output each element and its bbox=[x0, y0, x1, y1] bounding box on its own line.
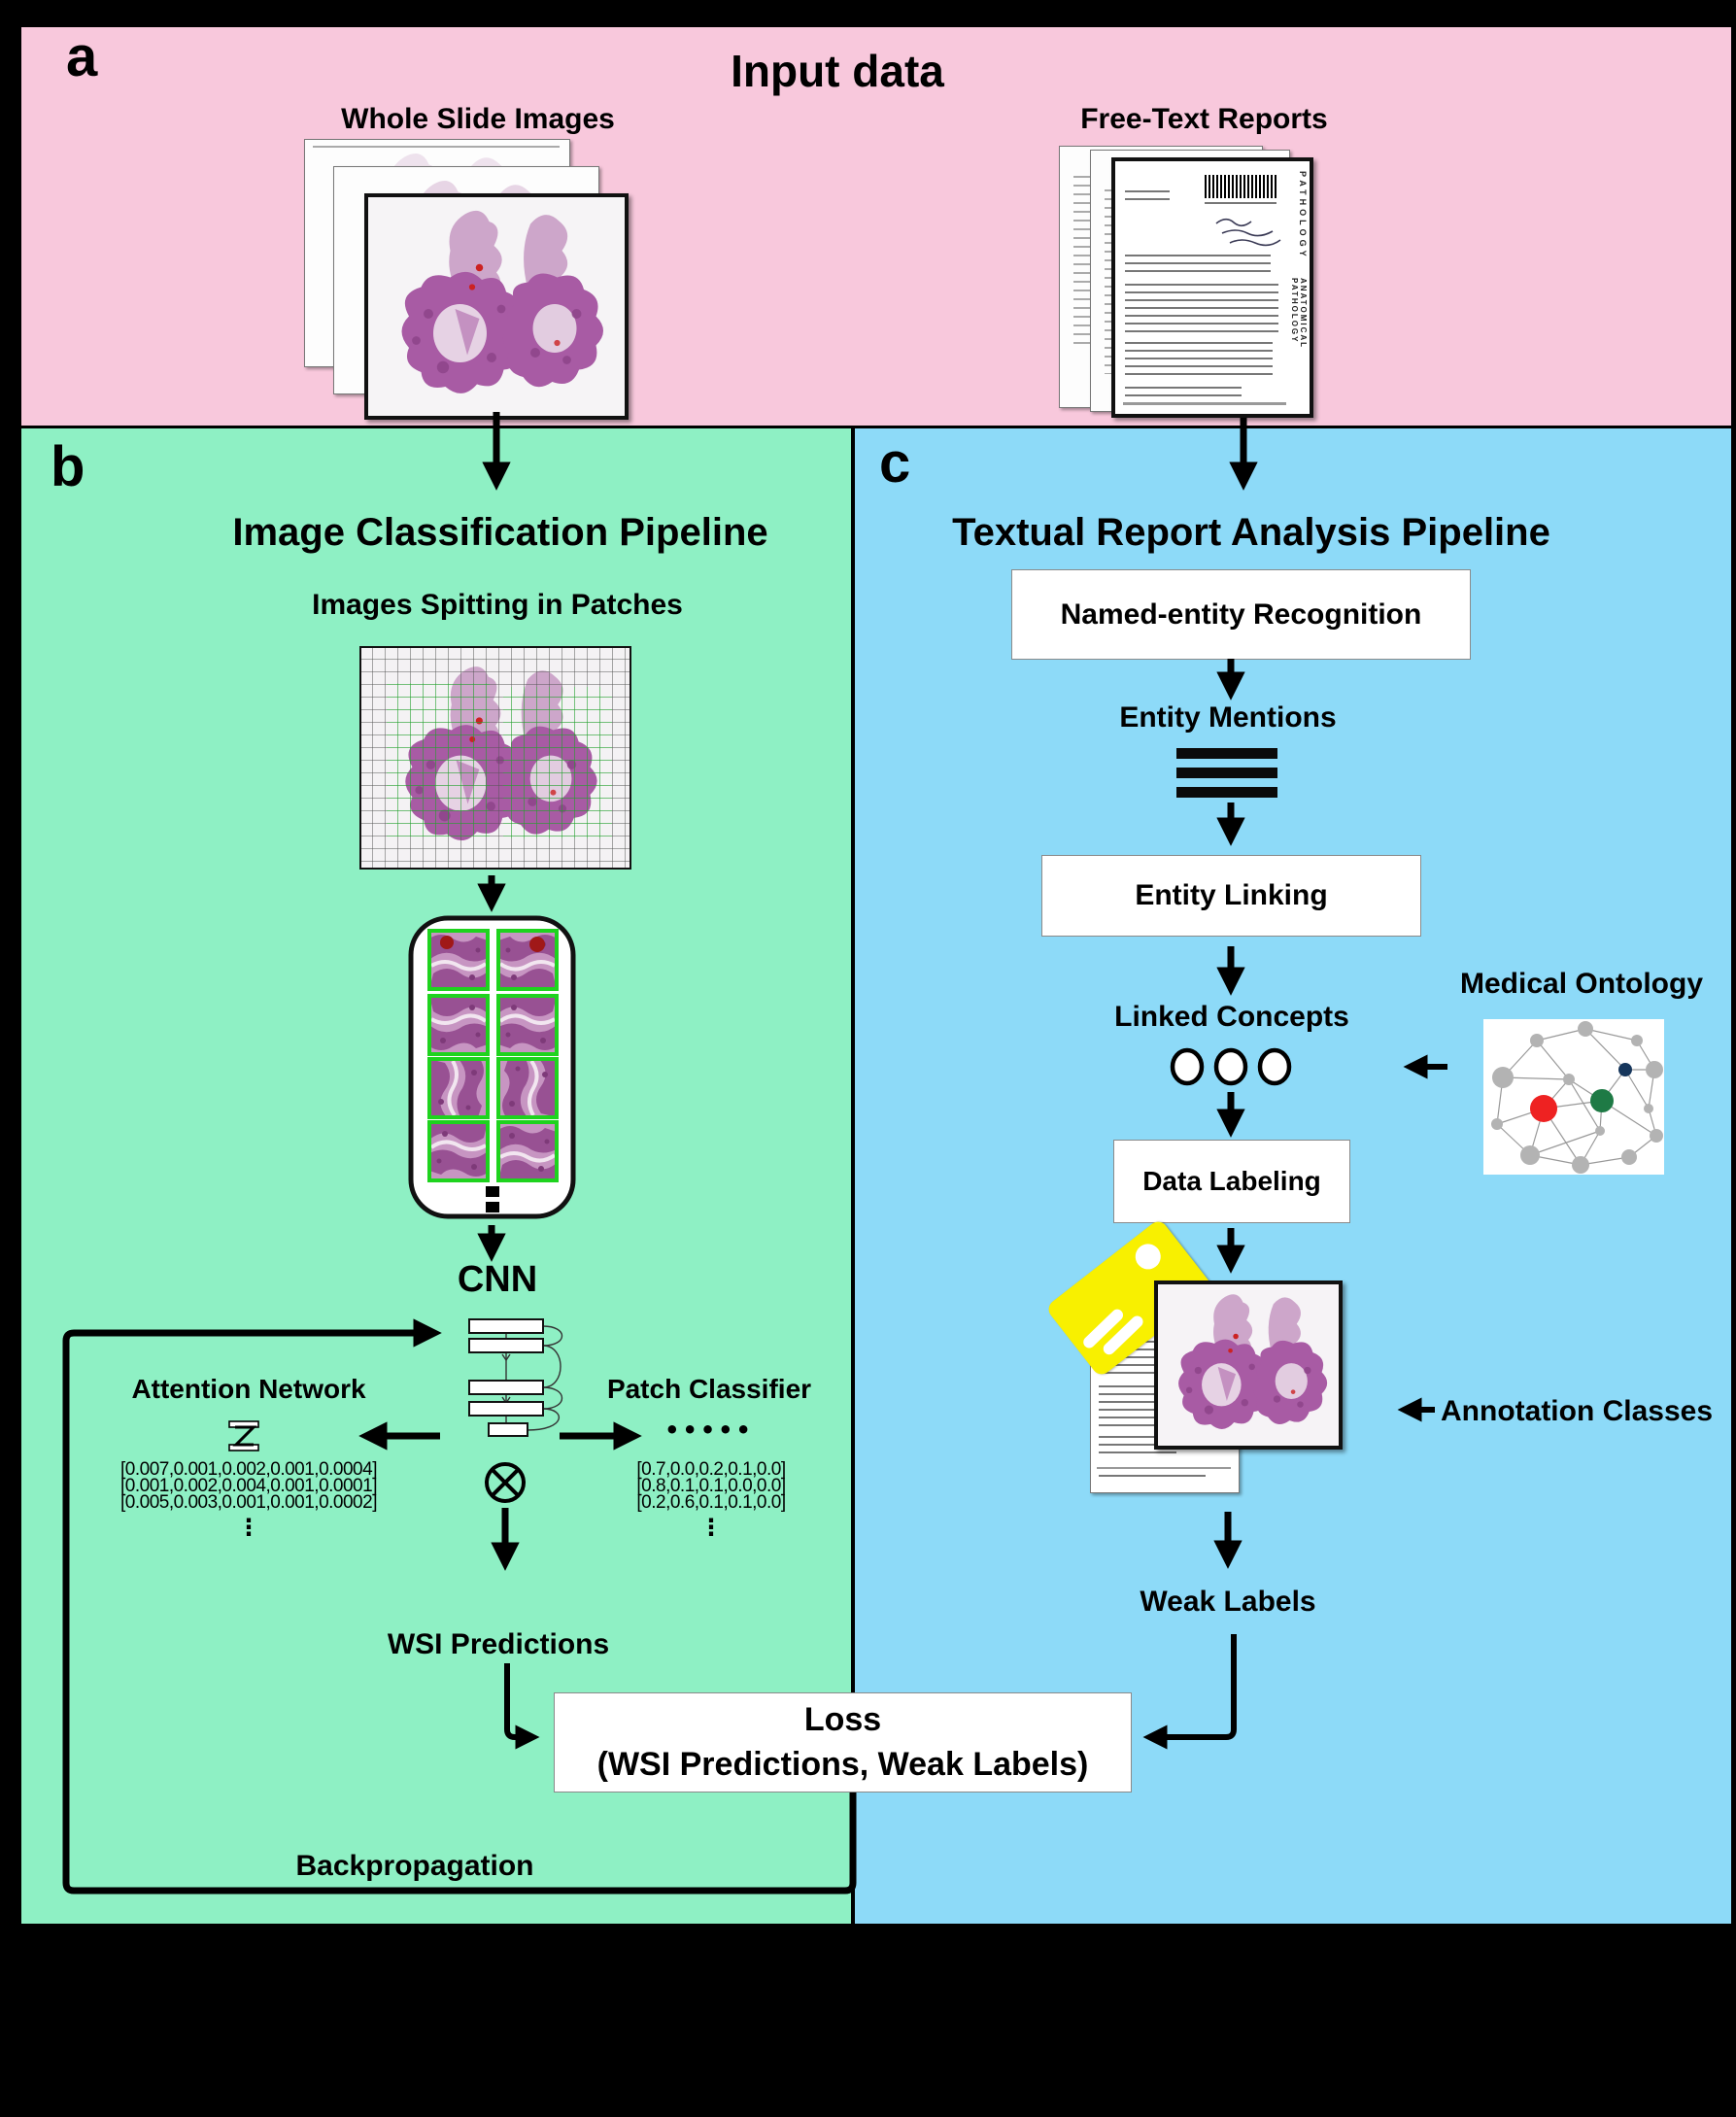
report-vertical-text-top: PATHOLOGY bbox=[1298, 171, 1308, 260]
linked-concepts-icon bbox=[1170, 1047, 1292, 1086]
report-handwriting bbox=[1215, 218, 1281, 247]
loss-box-line2: (WSI Predictions, Weak Labels) bbox=[596, 1745, 1089, 1783]
attention-matrix-row-3: [0.005,0.003,0.001,0.001,0.0002] bbox=[120, 1492, 377, 1513]
labeled-wsi-image bbox=[1154, 1280, 1343, 1450]
input-data-title: Input data bbox=[731, 46, 944, 96]
annotation-classes-label: Annotation Classes bbox=[1441, 1395, 1714, 1427]
attention-hourglass-icon bbox=[228, 1420, 259, 1451]
ontology-node-green bbox=[1590, 1089, 1614, 1112]
report-page-front: PATHOLOGY ANATOMICAL PATHOLOGY bbox=[1111, 157, 1313, 418]
patch-split-label: Images Spitting in Patches bbox=[312, 589, 683, 621]
report-vertical-text-bottom: ANATOMICAL PATHOLOGY bbox=[1290, 278, 1308, 349]
patch-ellipsis-icon bbox=[486, 1186, 499, 1212]
entity-mentions-icon bbox=[1176, 748, 1277, 806]
wsi-stack-label: Whole Slide Images bbox=[341, 103, 615, 135]
linked-concepts-label: Linked Concepts bbox=[1114, 1001, 1349, 1033]
panel-b-label: b bbox=[51, 435, 85, 498]
classifier-matrix-row-3: [0.2,0.6,0.1,0.1,0.0] bbox=[636, 1492, 786, 1513]
attention-network-label: Attention Network bbox=[131, 1374, 366, 1404]
tensor-product-icon bbox=[485, 1462, 526, 1503]
backpropagation-label: Backpropagation bbox=[295, 1850, 534, 1882]
patch-classifier-dots: ••••• bbox=[664, 1417, 754, 1444]
entity-linking-box: Entity Linking bbox=[1041, 855, 1421, 937]
cnn-label: CNN bbox=[457, 1259, 538, 1300]
classifier-ellipsis-icon: ⋮ bbox=[699, 1514, 723, 1541]
image-pipeline-title: Image Classification Pipeline bbox=[232, 511, 768, 554]
wsi-tissue-image bbox=[368, 197, 625, 416]
named-entity-recognition-box: Named-entity Recognition bbox=[1011, 569, 1471, 660]
panel-a-label: a bbox=[66, 25, 98, 88]
loss-box: Loss (WSI Predictions, Weak Labels) bbox=[554, 1692, 1132, 1793]
report-barcode bbox=[1205, 175, 1276, 198]
wsi-slide-front bbox=[364, 193, 629, 420]
cnn-layers-icon bbox=[468, 1318, 562, 1437]
patch-classifier-label: Patch Classifier bbox=[606, 1374, 812, 1404]
wsi-predictions-label: WSI Predictions bbox=[387, 1628, 610, 1660]
panel-c-label: c bbox=[879, 431, 911, 495]
patch-thumbnails bbox=[427, 929, 559, 1182]
patch-stack-container bbox=[408, 915, 576, 1219]
loss-box-line1: Loss bbox=[803, 1700, 882, 1738]
medical-ontology-graph bbox=[1483, 1019, 1664, 1175]
medical-ontology-label: Medical Ontology bbox=[1459, 968, 1704, 1000]
entity-mentions-label: Entity Mentions bbox=[1119, 701, 1337, 734]
reports-stack-label: Free-Text Reports bbox=[1080, 103, 1328, 135]
gridded-wsi-image bbox=[359, 646, 631, 870]
attention-ellipsis-icon: ⋮ bbox=[237, 1514, 260, 1541]
text-pipeline-title: Textual Report Analysis Pipeline bbox=[952, 511, 1550, 554]
ontology-node-red bbox=[1530, 1095, 1557, 1122]
data-labeling-box: Data Labeling bbox=[1113, 1140, 1350, 1223]
weak-labels-label: Weak Labels bbox=[1140, 1586, 1316, 1618]
ontology-node-navy bbox=[1618, 1063, 1632, 1076]
